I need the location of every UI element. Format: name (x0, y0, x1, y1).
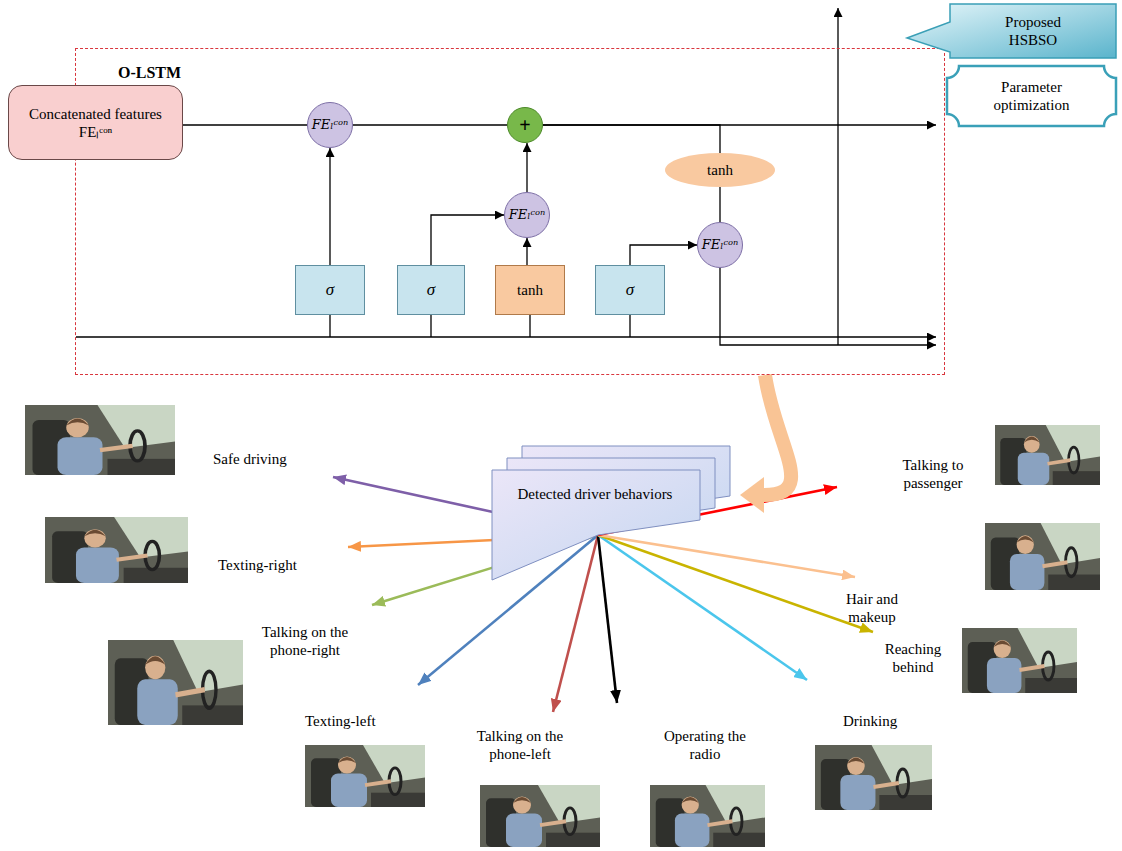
driver-photo (650, 785, 765, 847)
sigmoid-gate: σ (595, 265, 665, 315)
tanh-ellipse: tanh (665, 153, 775, 187)
notched-box-shape (947, 66, 1116, 126)
behavior-arrow (598, 535, 807, 680)
behavior-arrow (598, 535, 855, 577)
optimizer-arrow-outline (905, 2, 1118, 60)
driver-photo (962, 628, 1077, 693)
node-text: tanh (707, 161, 733, 179)
output-flow-arrow (764, 375, 791, 495)
signal-line (431, 215, 504, 265)
behavior-arrow (598, 535, 873, 632)
gate-input-line (329, 315, 330, 337)
optimization-box-outline (945, 64, 1118, 128)
node-text: Parameter optimization (971, 78, 1092, 114)
hidden-output-line (720, 268, 936, 345)
behavior-arrow (553, 535, 598, 712)
signal-line (719, 187, 720, 222)
driver-photo (985, 523, 1100, 590)
driver-photo (815, 745, 932, 810)
behavior-stack-outline (490, 445, 742, 587)
node-text: σ (326, 280, 334, 300)
behavior-label: Talking to passenger (893, 456, 973, 492)
driver-photo (25, 405, 175, 475)
signal-line (353, 124, 507, 125)
sigmoid-gate: σ (295, 265, 365, 315)
behavior-label: Safe driving (213, 450, 287, 468)
input-line (76, 336, 936, 337)
sigmoid-gate: σ (397, 265, 465, 315)
behavior-label: Talking on the phone-right (245, 623, 365, 659)
lstm-region: O-LSTMFEₗᶜᵒⁿ+tanhFEₗᶜᵒⁿFEₗᶜᵒⁿσσtanhσ (75, 48, 945, 375)
behavior-stack: Detected driver behaviors (490, 445, 742, 587)
node-text: + (519, 113, 530, 137)
behavior-label: Texting-left (305, 712, 376, 730)
node-text: σ (626, 280, 634, 300)
driver-photo (108, 640, 243, 725)
node-text: Detected driver behaviors (510, 485, 680, 503)
input-feature-box: Concatenated features FEₗᶜᵒⁿ (8, 85, 183, 160)
optimizer-arrow: Proposed HSBSO (905, 2, 1118, 60)
driver-photo (45, 517, 188, 583)
multiply-circle: FEₗᶜᵒⁿ (504, 192, 550, 238)
node-text: O-LSTM (118, 63, 181, 82)
driver-photo (305, 745, 425, 807)
hidden-output-up-line (837, 8, 838, 345)
multiply-circle: FEₗᶜᵒⁿ (697, 222, 743, 268)
node-text: FEₗᶜᵒⁿ (312, 117, 349, 133)
optimization-box: Parameter optimization (945, 64, 1118, 128)
gate-input-line (629, 315, 630, 337)
behavior-label: Hair and makeup (837, 590, 907, 626)
multiply-circle: FEₗᶜᵒⁿ (307, 102, 353, 148)
behavior-label: Reaching behind (878, 640, 948, 676)
driver-photo (995, 425, 1100, 485)
behavior-label: Texting-right (218, 556, 297, 574)
node-text: σ (427, 280, 435, 300)
behavior-arrow (598, 535, 617, 703)
sheet-shape (492, 470, 700, 580)
node-text: Proposed HSBSO (983, 13, 1083, 49)
lstm-wires (76, 8, 936, 345)
behavior-label: Operating the radio (655, 727, 755, 763)
tanh-gate: tanh (495, 265, 565, 315)
gate-input-line (529, 315, 530, 337)
arrow-shape (907, 4, 1116, 58)
gate-input-line (430, 315, 431, 337)
node-text: FEₗᶜᵒⁿ (702, 237, 739, 253)
driver-photo (480, 785, 600, 847)
signal-line (329, 148, 330, 265)
signal-line (630, 245, 697, 265)
signal-line (526, 143, 527, 192)
add-circle: + (507, 107, 543, 143)
signal-line (543, 125, 720, 153)
behavior-label: Drinking (843, 712, 897, 730)
driver-photos (25, 405, 1100, 847)
behavior-label: Talking on the phone-left (460, 727, 580, 763)
node-text: FEₗᶜᵒⁿ (509, 207, 546, 223)
node-text: tanh (517, 281, 543, 299)
node-text: Concatenated features FEₗᶜᵒⁿ (28, 105, 163, 141)
signal-line (183, 124, 307, 125)
signal-line (526, 238, 527, 265)
